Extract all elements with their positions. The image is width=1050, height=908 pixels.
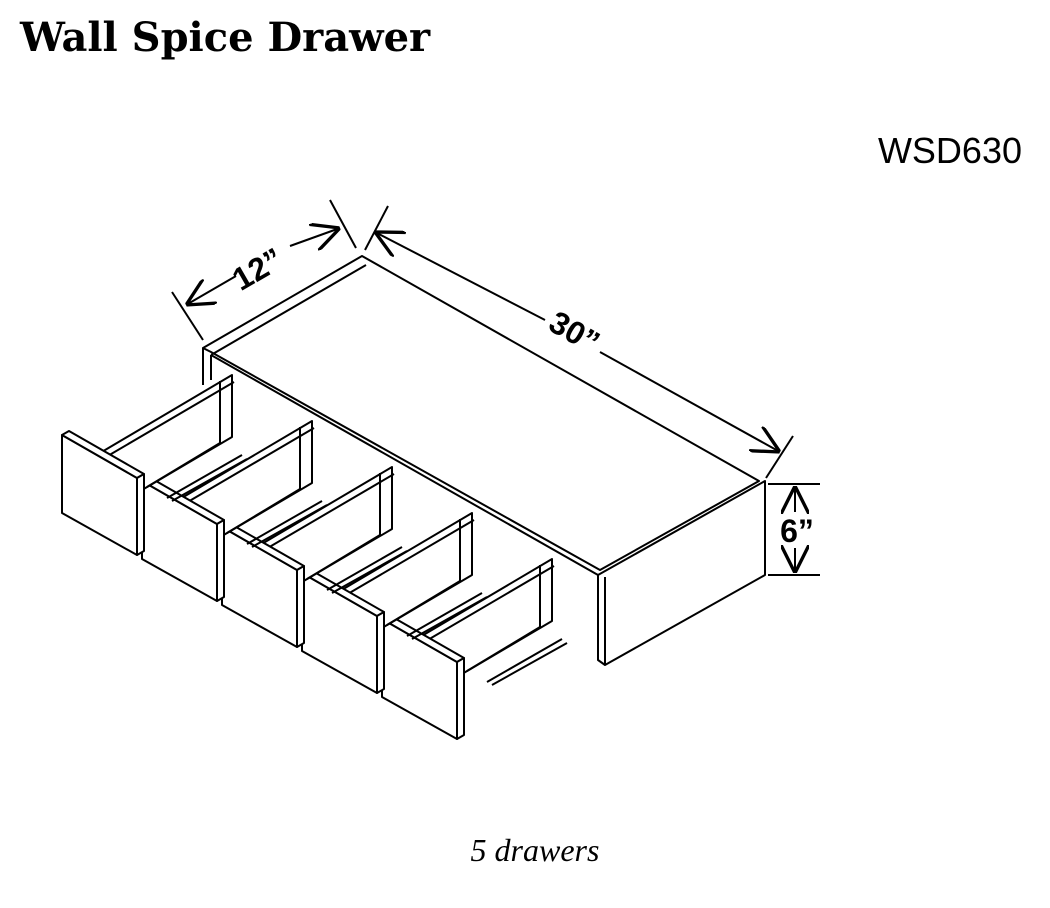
- width-label: 30”: [543, 304, 606, 361]
- depth-label: 12”: [226, 241, 289, 298]
- drawer: [61, 374, 248, 556]
- page-title: Wall Spice Drawer: [20, 14, 431, 61]
- cabinet-end-panel: [597, 480, 766, 666]
- caption: 5 drawers: [470, 832, 600, 868]
- model-code: WSD630: [877, 130, 1022, 171]
- drawer: [141, 420, 328, 602]
- cabinet-top: [202, 255, 760, 576]
- drawers: [61, 374, 568, 740]
- height-dimension: 6”: [768, 483, 820, 576]
- drawer: [381, 558, 568, 740]
- drawer: [221, 466, 408, 648]
- height-label: 6”: [780, 513, 814, 549]
